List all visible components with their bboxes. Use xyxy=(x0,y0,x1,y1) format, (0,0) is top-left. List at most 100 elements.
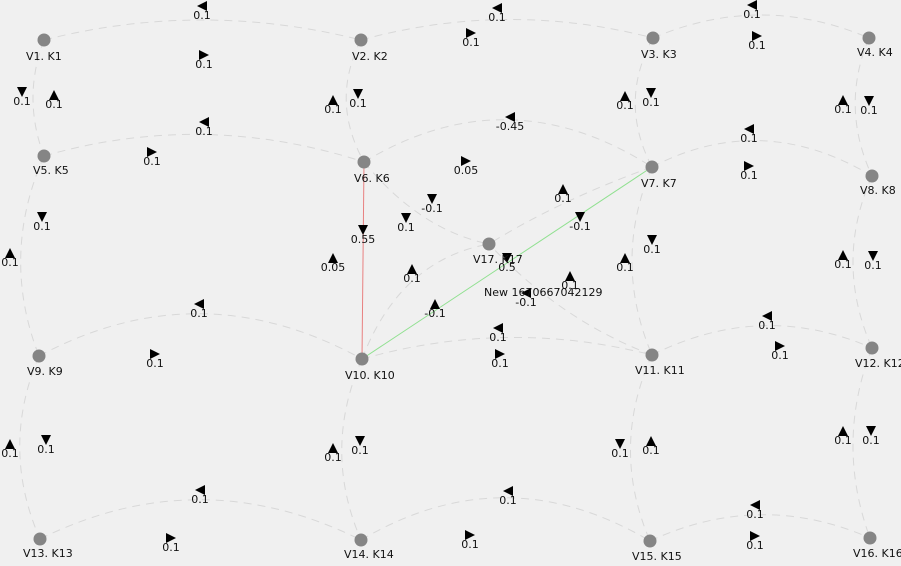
edge-7-11[interactable] xyxy=(631,166,653,356)
edge-weight: 0.1 xyxy=(834,103,852,116)
edge-6-10[interactable] xyxy=(361,161,365,360)
node-4[interactable]: V4. K4 xyxy=(857,31,893,60)
node-circle[interactable] xyxy=(645,160,659,174)
edge-weight: 0.1 xyxy=(195,125,213,138)
node-circle[interactable] xyxy=(865,341,879,355)
edge-weight: -0.1 xyxy=(421,202,442,215)
edge-weight: 0.1 xyxy=(462,36,480,49)
node-circle[interactable] xyxy=(37,149,51,163)
node-3[interactable]: V3. K3 xyxy=(641,31,677,62)
edge-12-16[interactable] xyxy=(852,347,873,539)
edge-6-7[interactable] xyxy=(363,119,653,168)
node-circle[interactable] xyxy=(865,169,879,183)
new-edge-label: New 1670667042129 xyxy=(484,286,602,299)
node-7[interactable]: V7. K7 xyxy=(641,160,677,191)
edge-label-16-15: 0.1 xyxy=(746,500,764,521)
node-17[interactable]: V17. K17 xyxy=(473,237,523,267)
edge-11-12[interactable] xyxy=(651,325,873,356)
edge-6-17[interactable] xyxy=(363,161,490,245)
node-15[interactable]: V15. K15 xyxy=(632,534,682,564)
edge-5-6[interactable] xyxy=(43,133,365,163)
edge-label-1-2: 0.1 xyxy=(195,50,213,71)
node-16[interactable]: V16. K16 xyxy=(853,531,901,561)
edge-8-12[interactable] xyxy=(852,175,873,349)
edge-4-8[interactable] xyxy=(854,37,873,177)
node-8[interactable]: V8. K8 xyxy=(860,169,896,198)
edge-1-5[interactable] xyxy=(32,39,45,157)
node-label: V14. K14 xyxy=(344,548,394,561)
node-circle[interactable] xyxy=(862,31,876,45)
edge-label-5-9: 0.1 xyxy=(33,212,51,233)
edge-1-2[interactable] xyxy=(43,19,362,41)
edge-15-16[interactable] xyxy=(649,514,871,542)
edge-weight: 0.05 xyxy=(454,164,479,177)
arrow-d-icon xyxy=(864,96,874,106)
node-11[interactable]: V11. K11 xyxy=(635,348,685,378)
node-circle[interactable] xyxy=(354,533,368,547)
node-9[interactable]: V9. K9 xyxy=(27,349,63,379)
arrow-r-icon xyxy=(461,156,471,166)
edge-weight: 0.1 xyxy=(37,443,55,456)
edge-weight: 0.1 xyxy=(146,357,164,370)
node-1[interactable]: V1. K1 xyxy=(26,33,62,64)
arrow-u-icon xyxy=(620,253,630,263)
arrow-u-icon xyxy=(328,443,338,453)
node-circle[interactable] xyxy=(645,348,659,362)
edge-10-11[interactable] xyxy=(361,337,653,360)
node-5[interactable]: V5. K5 xyxy=(33,149,69,178)
edge-5-9[interactable] xyxy=(20,155,45,357)
arrow-d-icon xyxy=(502,253,512,263)
edge-label-6-2: 0.1 xyxy=(324,95,342,116)
arrow-l-icon xyxy=(199,117,209,127)
node-circle[interactable] xyxy=(643,534,657,548)
edge-7-8[interactable] xyxy=(651,140,873,177)
edge-label-7-11: 0.1 xyxy=(643,235,661,256)
node-circle[interactable] xyxy=(863,531,877,545)
edge-label-3-2: 0.1 xyxy=(488,3,506,24)
node-6[interactable]: V6. K6 xyxy=(354,155,390,186)
edges-layer xyxy=(19,14,873,542)
node-circle[interactable] xyxy=(357,155,371,169)
node-circle[interactable] xyxy=(32,349,46,363)
edge-9-10[interactable] xyxy=(38,313,363,360)
edge-label-17-11: 0.1 xyxy=(561,271,579,292)
edge-weight: 0.1 xyxy=(488,11,506,24)
node-14[interactable]: V14. K14 xyxy=(344,533,394,562)
arrow-l-icon xyxy=(194,299,204,309)
node-circle[interactable] xyxy=(33,532,47,546)
arrow-l-icon xyxy=(197,1,207,11)
edge-weight: 0.1 xyxy=(13,95,31,108)
edge-7-17[interactable] xyxy=(488,166,653,245)
arrow-u-icon xyxy=(838,426,848,436)
edge-3-7[interactable] xyxy=(634,37,654,168)
arrow-u-icon xyxy=(407,264,417,274)
arrow-d-icon xyxy=(646,88,656,98)
node-circle[interactable] xyxy=(355,352,369,366)
edge-10-17[interactable] xyxy=(361,243,490,360)
edge-weight: 0.1 xyxy=(491,357,509,370)
node-circle[interactable] xyxy=(482,237,496,251)
edge-label-5-1: 0.1 xyxy=(45,90,63,111)
node-13[interactable]: V13. K13 xyxy=(23,532,73,561)
node-circle[interactable] xyxy=(37,33,51,47)
node-2[interactable]: V2. K2 xyxy=(352,33,388,64)
node-10[interactable]: V10. K10 xyxy=(345,352,395,383)
edge-weight: 0.1 xyxy=(195,58,213,71)
node-circle[interactable] xyxy=(646,31,660,45)
edge-label-11-17: -0.1 xyxy=(515,288,537,309)
node-12[interactable]: V12. K12 xyxy=(855,341,901,371)
edge-weight: 0.1 xyxy=(554,192,572,205)
arrow-l-icon xyxy=(505,112,515,122)
edge-weight: 0.1 xyxy=(746,539,764,552)
edge-2-6[interactable] xyxy=(345,39,365,163)
edge-2-3[interactable] xyxy=(360,19,654,41)
arrow-u-icon xyxy=(565,271,575,281)
edge-label-10-11: 0.1 xyxy=(491,349,509,370)
edge-label-4-8: 0.1 xyxy=(860,96,878,117)
edge-3-4[interactable] xyxy=(652,14,870,39)
edge-13-14[interactable] xyxy=(39,499,362,541)
node-circle[interactable] xyxy=(354,33,368,47)
edge-label-3-4: 0.1 xyxy=(748,31,766,52)
